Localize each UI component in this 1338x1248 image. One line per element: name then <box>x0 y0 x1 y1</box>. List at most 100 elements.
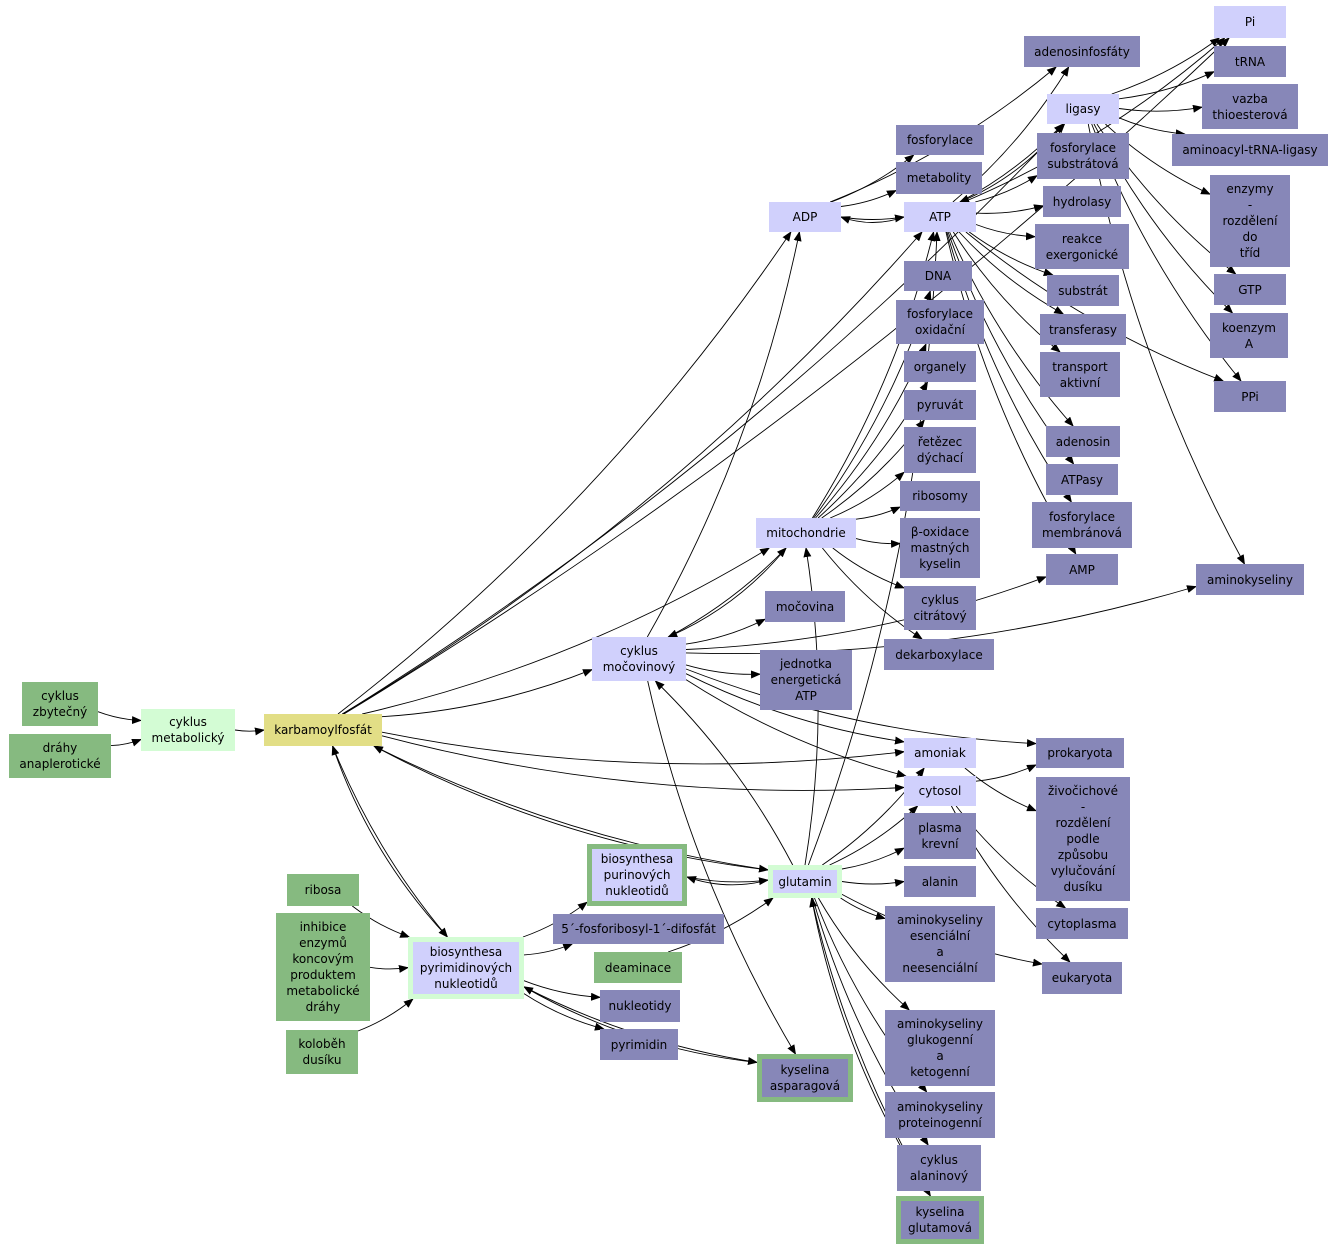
node-metabolity[interactable]: metabolity <box>896 162 982 194</box>
edge-biosynthesa-pyr-to-pyrimidin <box>523 993 605 1031</box>
node-biosynthesa-pur[interactable]: biosynthesa purinových nukleotidů <box>587 844 687 906</box>
node-ak-esenc[interactable]: aminokyseliny esenciální a neesenciální <box>885 906 995 982</box>
edge-cyklus-mocovinovy-to-kyselina-asp <box>647 680 797 1055</box>
node-nukleotidy[interactable]: nukleotidy <box>600 990 680 1022</box>
node-cytoplasma[interactable]: cytoplasma <box>1036 908 1128 939</box>
node-reakce-exerg[interactable]: reakce exergonické <box>1035 224 1129 269</box>
node-aminoacyl[interactable]: aminoacyl-tRNA-ligasy <box>1172 134 1328 166</box>
node-adenosin[interactable]: adenosin <box>1046 426 1120 457</box>
edge-biosynthesa-pyr-to-karbamoylfosfat <box>331 745 448 938</box>
node-cyklus-alaninovy[interactable]: cyklus alaninový <box>897 1145 981 1191</box>
node-vazba[interactable]: vazba thioesterová <box>1202 84 1298 129</box>
node-cyklus-zbytecny[interactable]: cyklus zbytečný <box>22 682 98 726</box>
node-pi[interactable]: Pi <box>1214 6 1286 38</box>
node-kolobeh[interactable]: koloběh dusíku <box>286 1030 358 1074</box>
node-eukaryota[interactable]: eukaryota <box>1042 962 1122 994</box>
edge-glutamin-to-ak-gluko <box>818 897 910 1011</box>
node-deaminace[interactable]: deaminace <box>594 952 682 983</box>
edge-karbamoylfosfat-to-adp <box>337 231 792 715</box>
node-dekarboxylace[interactable]: dekarboxylace <box>884 639 994 670</box>
node-enzymy[interactable]: enzymy - rozdělení do tříd <box>1210 175 1290 267</box>
node-cyklus-metabolicky[interactable]: cyklus metabolický <box>141 709 235 751</box>
node-adenosinfosfaty[interactable]: adenosinfosfáty <box>1024 36 1140 67</box>
node-prokaryota[interactable]: prokaryota <box>1036 738 1124 768</box>
node-organely[interactable]: organely <box>904 351 976 382</box>
node-fosforylace[interactable]: fosforylace <box>896 125 984 155</box>
node-plasma[interactable]: plasma krevní <box>904 813 976 859</box>
node-fosforibosyl[interactable]: 5´-fosforibosyl-1´-difosfát <box>553 914 724 944</box>
edge-ligasy-to-aminoacyl <box>1118 117 1186 138</box>
node-adp[interactable]: ADP <box>769 202 841 232</box>
node-koenzym[interactable]: koenzym A <box>1210 313 1288 358</box>
node-aminokyseliny[interactable]: aminokyseliny <box>1196 564 1304 595</box>
edge-glutamin-to-alanin <box>841 878 905 887</box>
edge-karbamoylfosfat-to-atp <box>341 231 923 715</box>
node-karbamoylfosfat[interactable]: karbamoylfosfát <box>264 714 382 746</box>
edge-kolobeh-to-biosynthesa-pyr <box>357 998 414 1032</box>
edge-atp-to-transferasy <box>958 231 1065 315</box>
edge-atp-to-hydrolasy <box>975 204 1044 214</box>
edge-karbamoylfosfat-to-cyklus-mocovinovy <box>381 669 593 718</box>
node-cytosol[interactable]: cytosol <box>904 776 976 806</box>
edge-karbamoylfosfat-to-biosynthesa-pyr <box>332 745 449 938</box>
node-hydrolasy[interactable]: hydrolasy <box>1043 186 1121 217</box>
node-dna[interactable]: DNA <box>904 261 972 291</box>
edge-ligasy-to-pi <box>1111 37 1221 95</box>
node-ribosomy[interactable]: ribosomy <box>900 481 980 511</box>
edge-glutamin-to-plasma <box>841 847 905 870</box>
node-gtp[interactable]: GTP <box>1214 274 1286 305</box>
node-atpasy[interactable]: ATPasy <box>1046 464 1118 495</box>
node-kyselina-glu[interactable]: kyselina glutamová <box>896 1196 984 1244</box>
node-ligasy[interactable]: ligasy <box>1047 94 1119 124</box>
edge-karbamoylfosfat-to-cytosol <box>381 735 905 792</box>
node-amp[interactable]: AMP <box>1046 554 1118 585</box>
edge-atp-to-fosf-substrat <box>975 175 1038 203</box>
node-ribosa[interactable]: ribosa <box>287 874 359 906</box>
node-substrat[interactable]: substrát <box>1047 275 1119 306</box>
edge-amoniak-to-zivocichove <box>964 767 1037 812</box>
node-alanin[interactable]: alanin <box>904 866 976 897</box>
node-kyselina-asp[interactable]: kyselina asparagová <box>757 1054 853 1102</box>
edge-cyklus-zbytecny-to-cyklus-metabolicky <box>97 711 142 725</box>
edge-karbamoylfosfat-to-amoniak <box>381 731 905 765</box>
node-biosynthesa-pyr[interactable]: biosynthesa pyrimidinových nukleotidů <box>408 937 524 999</box>
edge-glutamin-to-ak-esenc <box>840 897 886 920</box>
edge-adp-to-metabolity <box>840 190 897 207</box>
node-transport[interactable]: transport aktivní <box>1040 352 1120 397</box>
node-glutamin[interactable]: glutamin <box>768 865 842 898</box>
edge-cyklus-mocovinovy-to-prokaryota <box>685 668 1037 748</box>
node-trna[interactable]: tRNA <box>1214 46 1286 77</box>
edge-inhibice-to-biosynthesa-pyr <box>369 965 409 973</box>
node-pyrimidin[interactable]: pyrimidin <box>600 1029 678 1060</box>
node-mocovina[interactable]: močovina <box>765 591 845 622</box>
node-pyruvat[interactable]: pyruvát <box>904 390 976 420</box>
node-atp[interactable]: ATP <box>904 202 976 232</box>
node-jednotka[interactable]: jednotka energetická ATP <box>760 650 852 710</box>
edge-atp-to-substrat <box>968 231 1054 276</box>
node-mitochondrie[interactable]: mitochondrie <box>756 518 856 548</box>
node-amoniak[interactable]: amoniak <box>904 738 976 768</box>
node-ak-protein[interactable]: aminokyseliny proteinogenní <box>885 1092 995 1138</box>
node-cyklus-mocovinovy[interactable]: cyklus močovinový <box>592 637 686 681</box>
edge-mitochondrie-to-dekarboxylace <box>822 547 923 640</box>
node-zivocichove[interactable]: živočichové - rozdělení podle způsobu vy… <box>1036 777 1130 901</box>
node-transferasy[interactable]: transferasy <box>1040 314 1126 345</box>
edge-karbamoylfosfat-to-mitochondrie <box>362 547 771 715</box>
edge-cyklus-mocovinovy-to-amp <box>685 576 1047 650</box>
edge-atp-to-adp <box>840 216 905 224</box>
node-drahy-anaplerot[interactable]: dráhy anaplerotické <box>9 734 111 778</box>
node-ak-gluko[interactable]: aminokyseliny glukogenní a ketogenní <box>885 1010 995 1086</box>
node-beta-oxidace[interactable]: β-oxidace mastných kyselin <box>900 518 980 578</box>
node-ppi[interactable]: PPi <box>1214 381 1286 412</box>
node-retezec[interactable]: řetězec dýchací <box>904 427 976 473</box>
node-inhibice[interactable]: inhibice enzymů koncovým produktem metab… <box>276 913 370 1021</box>
node-fosf-membr[interactable]: fosforylace membránová <box>1032 502 1132 548</box>
node-fosf-oxid[interactable]: fosforylace oxidační <box>896 300 984 344</box>
edge-cyklus-mocovinovy-to-mocovina <box>685 618 766 645</box>
node-cyklus-citratovy[interactable]: cyklus citrátový <box>904 586 976 630</box>
edge-cyklus-mocovinovy-to-adp <box>646 231 802 638</box>
node-fosf-substrat[interactable]: fosforylace substrátová <box>1037 133 1129 179</box>
edge-biosynthesa-pyr-to-fosforibosyl <box>523 943 574 956</box>
